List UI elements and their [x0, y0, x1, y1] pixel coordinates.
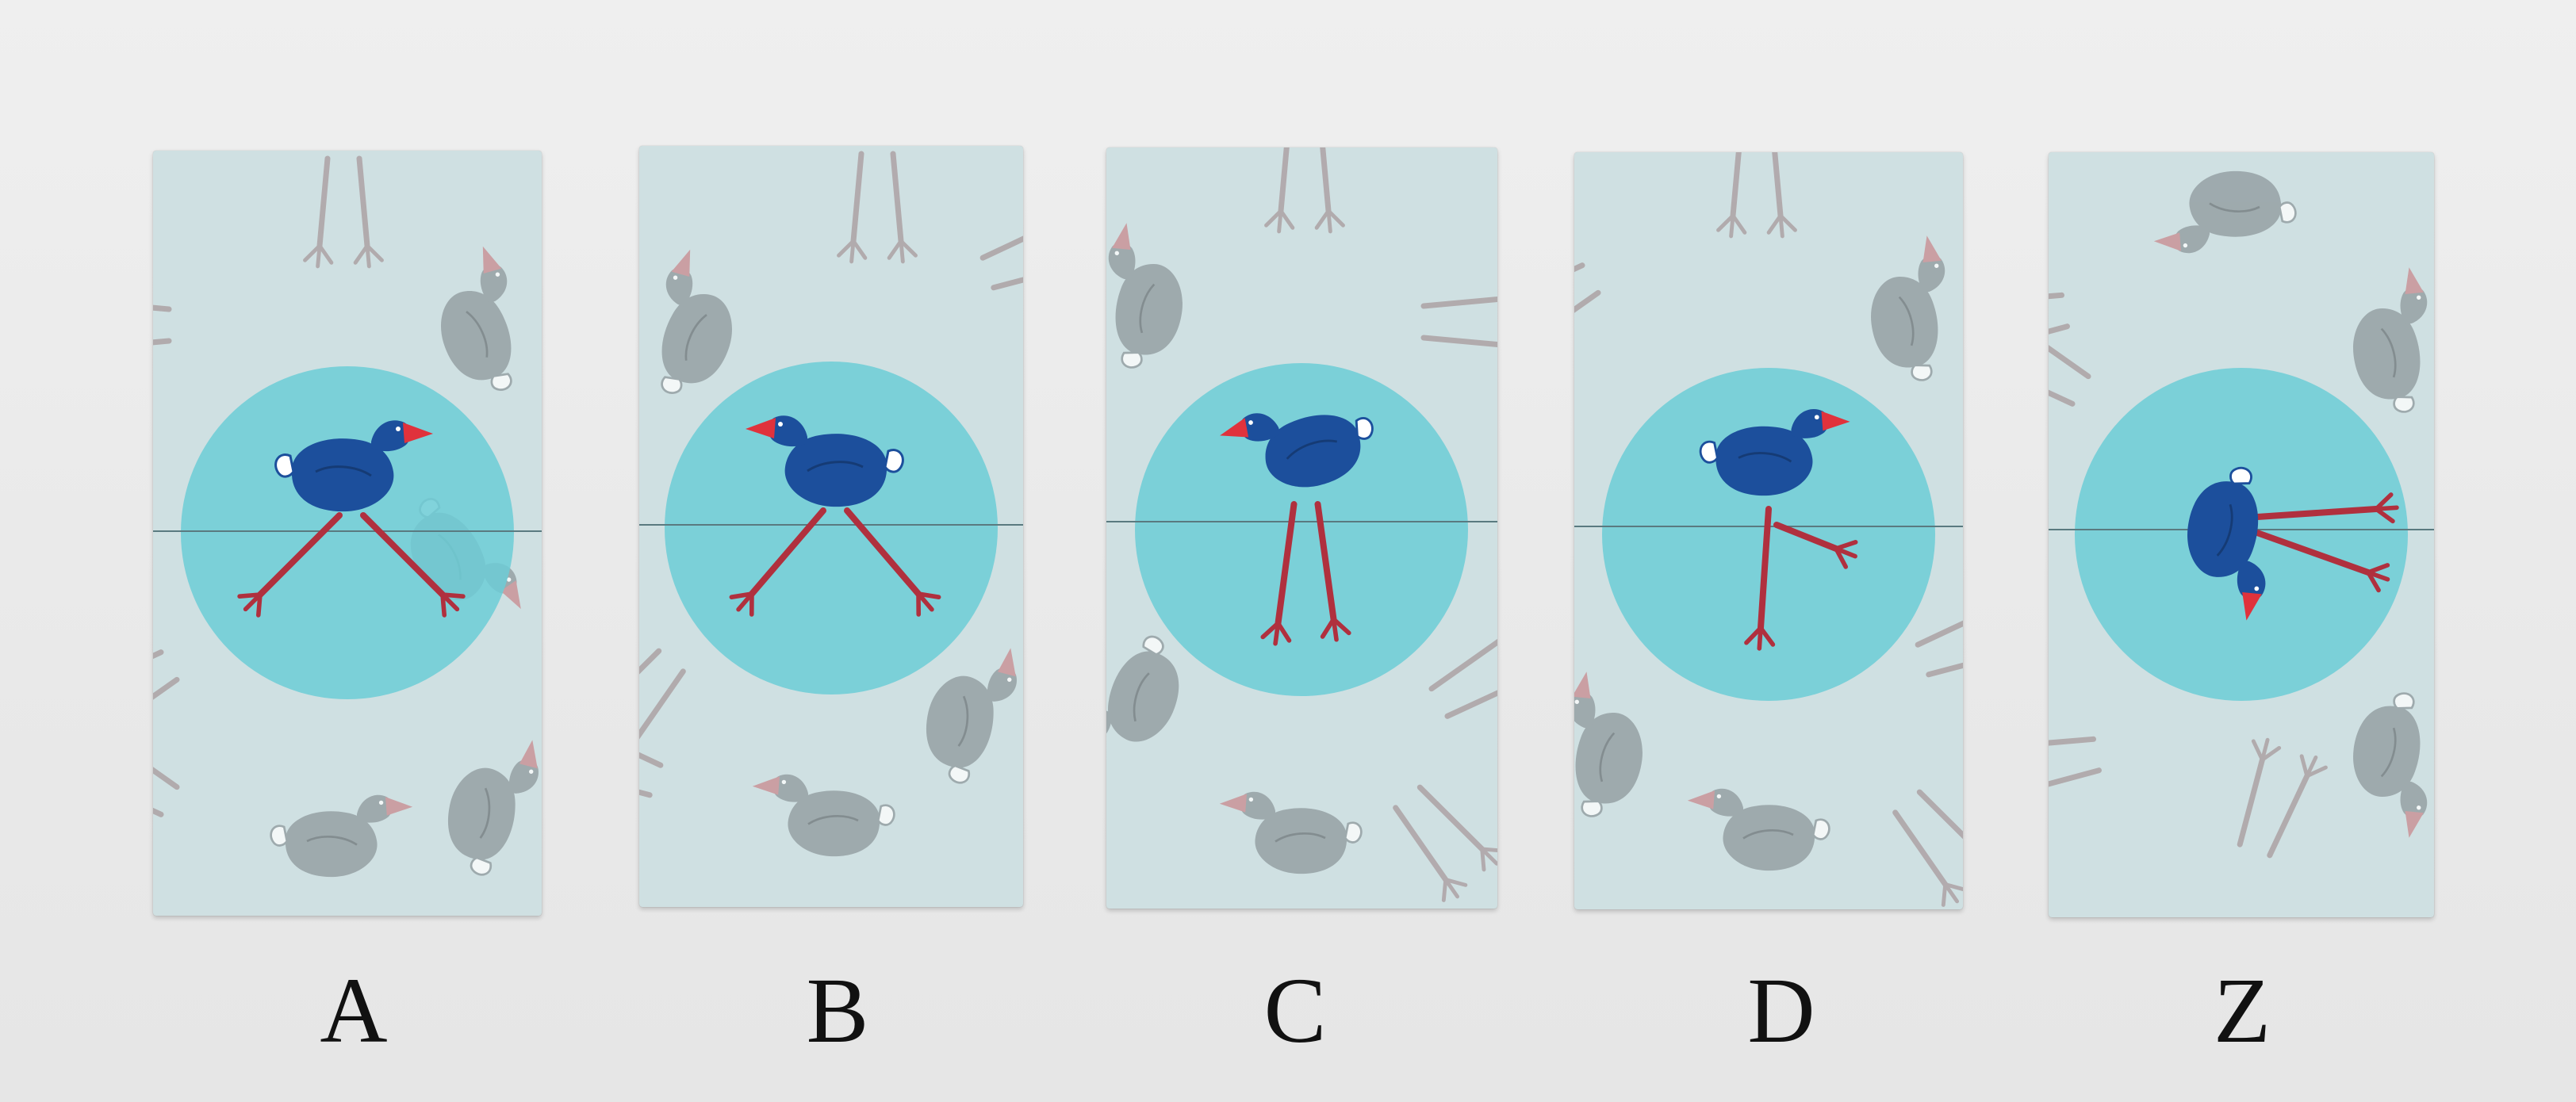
ghost-birds	[2049, 170, 2428, 859]
card-z-illustration	[2049, 170, 2434, 859]
bird-silhouette-icon	[2353, 267, 2428, 413]
bird-foot-icon	[2049, 736, 2102, 797]
bird-silhouette-icon	[661, 249, 732, 394]
pukeko-bird-icon	[237, 420, 466, 618]
bird-silhouette-icon	[926, 648, 1017, 784]
bird-foot-icon	[1428, 635, 1497, 719]
ghost-birds	[153, 155, 539, 878]
teal-circle	[665, 362, 998, 694]
bird-foot-icon	[1574, 262, 1601, 346]
card-label-d: D	[1747, 959, 1815, 1062]
bird-silhouette-icon	[1219, 791, 1363, 874]
bird-foot-icon	[1892, 789, 1963, 907]
teal-circle	[1135, 363, 1468, 696]
card-c-illustration	[1106, 147, 1497, 902]
ghost-birds	[1574, 152, 1963, 907]
bird-silhouette-icon	[1687, 788, 1830, 871]
card-c	[1106, 147, 1497, 909]
card-z	[2049, 152, 2434, 917]
card-label-b: B	[806, 959, 869, 1062]
bird-foot-icon	[837, 151, 918, 264]
card-label-z: Z	[2213, 959, 2271, 1062]
bird-foot-icon	[303, 155, 384, 269]
bird-silhouette-icon	[441, 246, 512, 391]
card-d-illustration	[1574, 152, 1963, 907]
pukeko-bird-icon	[1699, 409, 1858, 651]
bird-silhouette-icon	[2353, 692, 2428, 838]
pukeko-bird-icon	[1220, 413, 1374, 646]
card-d	[1574, 152, 1963, 909]
bird-foot-icon	[1716, 152, 1797, 239]
card-label-c: C	[1263, 959, 1327, 1062]
bird-silhouette-icon	[1108, 223, 1183, 369]
bird-foot-icon	[1393, 784, 1497, 902]
bird-foot-icon	[979, 217, 1023, 291]
bird-foot-icon	[639, 725, 664, 798]
bird-foot-icon	[1420, 295, 1497, 349]
card-b	[639, 146, 1023, 907]
bird-silhouette-icon	[1871, 235, 1945, 381]
bird-silhouette-icon	[1574, 672, 1643, 817]
bird-silhouette-icon	[447, 740, 539, 876]
bird-silhouette-icon	[2153, 170, 2297, 254]
bird-foot-icon	[153, 649, 180, 733]
bird-foot-icon	[639, 648, 686, 747]
bird-foot-icon	[1915, 604, 1963, 678]
card-a-illustration	[153, 155, 542, 878]
card-label-a: A	[320, 959, 388, 1062]
teal-circle	[181, 366, 514, 699]
bird-silhouette-icon	[1106, 635, 1179, 743]
pukeko-bird-icon	[2187, 466, 2399, 621]
bird-foot-icon	[2237, 737, 2328, 859]
bird-foot-icon	[2049, 323, 2091, 407]
bird-foot-icon	[2049, 292, 2070, 353]
bird-silhouette-icon	[270, 794, 413, 878]
bird-foot-icon	[1264, 147, 1345, 234]
bird-silhouette-icon	[752, 774, 895, 857]
bird-foot-icon	[153, 298, 172, 352]
ghost-birds	[639, 151, 1023, 857]
card-a	[153, 151, 542, 916]
ghost-birds	[1106, 147, 1497, 902]
bird-foot-icon	[153, 733, 180, 817]
card-b-illustration	[639, 151, 1023, 857]
pukeko-bird-icon	[729, 415, 941, 617]
